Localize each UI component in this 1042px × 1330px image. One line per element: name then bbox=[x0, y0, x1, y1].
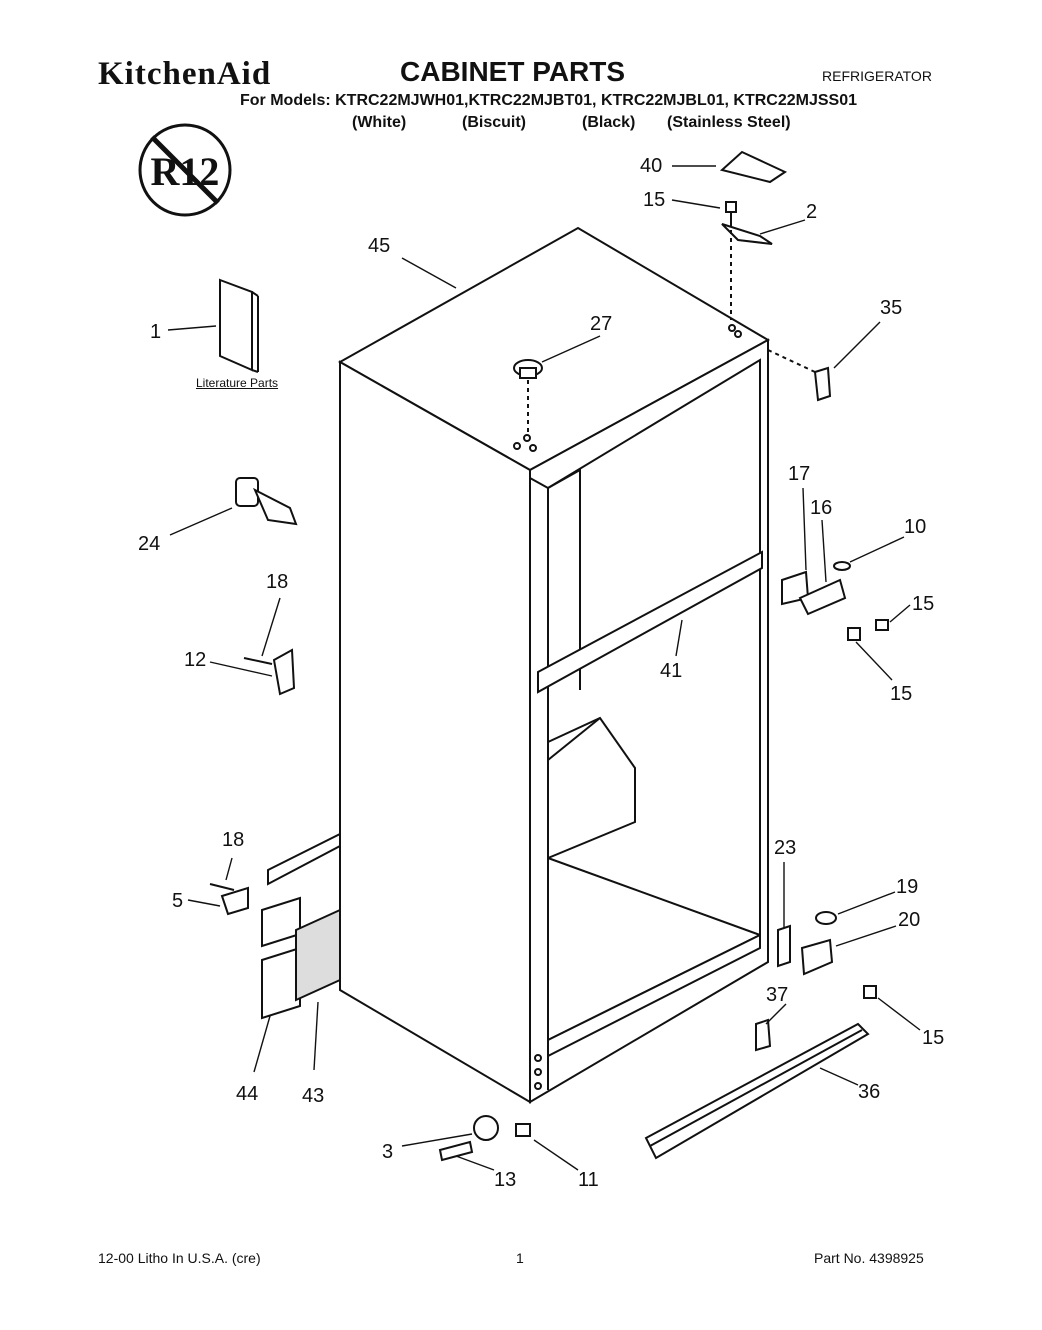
r12-badge: R12 bbox=[138, 123, 232, 217]
top-hinge bbox=[721, 223, 773, 245]
callout-43: 43 bbox=[302, 1085, 324, 1107]
callout-13: 13 bbox=[494, 1169, 516, 1191]
callout-23: 23 bbox=[774, 837, 796, 859]
callout-45: 45 bbox=[368, 235, 390, 257]
callout-12: 12 bbox=[184, 649, 206, 671]
bottom-right-hinge bbox=[777, 911, 877, 999]
leader-lines bbox=[167, 165, 921, 1171]
callout-27: 27 bbox=[590, 313, 612, 335]
cabinet-body bbox=[337, 226, 771, 1104]
screw-top bbox=[725, 201, 737, 222]
callout-40: 40 bbox=[640, 155, 662, 177]
callout-36: 36 bbox=[858, 1081, 880, 1103]
toe-grille bbox=[644, 1022, 870, 1160]
callout-15-right: 15 bbox=[912, 593, 934, 615]
variant-white: (White) bbox=[352, 114, 407, 131]
hinge-pin bbox=[767, 349, 832, 402]
callout-labels: 40 15 2 45 1 27 35 24 18 12 17 16 10 15 … bbox=[138, 155, 944, 1191]
callout-37: 37 bbox=[766, 984, 788, 1006]
variant-black: (Black) bbox=[582, 114, 636, 131]
callout-41: 41 bbox=[660, 660, 682, 682]
leveling-assembly bbox=[438, 1115, 531, 1162]
callout-15-top: 15 bbox=[643, 189, 665, 211]
callout-24: 24 bbox=[138, 533, 160, 555]
callout-1: 1 bbox=[150, 321, 161, 343]
top-plug bbox=[513, 359, 543, 432]
center-hinge bbox=[781, 561, 889, 641]
callout-5: 5 bbox=[172, 890, 183, 912]
variant-biscuit: (Biscuit) bbox=[462, 114, 526, 131]
small-hinge bbox=[243, 648, 296, 696]
literature-booklet bbox=[219, 278, 259, 373]
insulation-pad bbox=[295, 908, 341, 1002]
brand-logo: KitchenAid bbox=[98, 56, 272, 92]
callout-10: 10 bbox=[904, 516, 926, 538]
footer-page-number: 1 bbox=[516, 1250, 524, 1266]
callout-35: 35 bbox=[880, 297, 902, 319]
door-stop-part bbox=[235, 477, 298, 526]
hinge-cover bbox=[719, 150, 788, 184]
variant-stainless: (Stainless Steel) bbox=[667, 114, 791, 131]
footer-print-info: 12-00 Litho In U.S.A. (cre) bbox=[98, 1250, 261, 1266]
callout-3: 3 bbox=[382, 1141, 393, 1163]
models-line: For Models: KTRC22MJWH01,KTRC22MJBT01, K… bbox=[240, 92, 858, 109]
appliance-category: REFRIGERATOR bbox=[822, 68, 932, 84]
callout-16: 16 bbox=[810, 497, 832, 519]
grille-clip bbox=[755, 1018, 772, 1052]
callout-15-bottom: 15 bbox=[922, 1027, 944, 1049]
footer-part-number: Part No. 4398925 bbox=[814, 1250, 924, 1266]
callout-18-lower: 18 bbox=[222, 829, 244, 851]
callout-20: 20 bbox=[898, 909, 920, 931]
callout-15-lower: 15 bbox=[890, 683, 912, 705]
callout-44: 44 bbox=[236, 1083, 258, 1105]
callout-11: 11 bbox=[578, 1169, 599, 1191]
callout-17: 17 bbox=[788, 463, 810, 485]
callout-19: 19 bbox=[896, 876, 918, 898]
callout-18-upper: 18 bbox=[266, 571, 288, 593]
callout-2: 2 bbox=[806, 201, 817, 223]
lower-left-hinge bbox=[209, 832, 341, 1020]
literature-parts-label: Literature Parts bbox=[196, 376, 279, 390]
page-title: CABINET PARTS bbox=[400, 56, 626, 87]
